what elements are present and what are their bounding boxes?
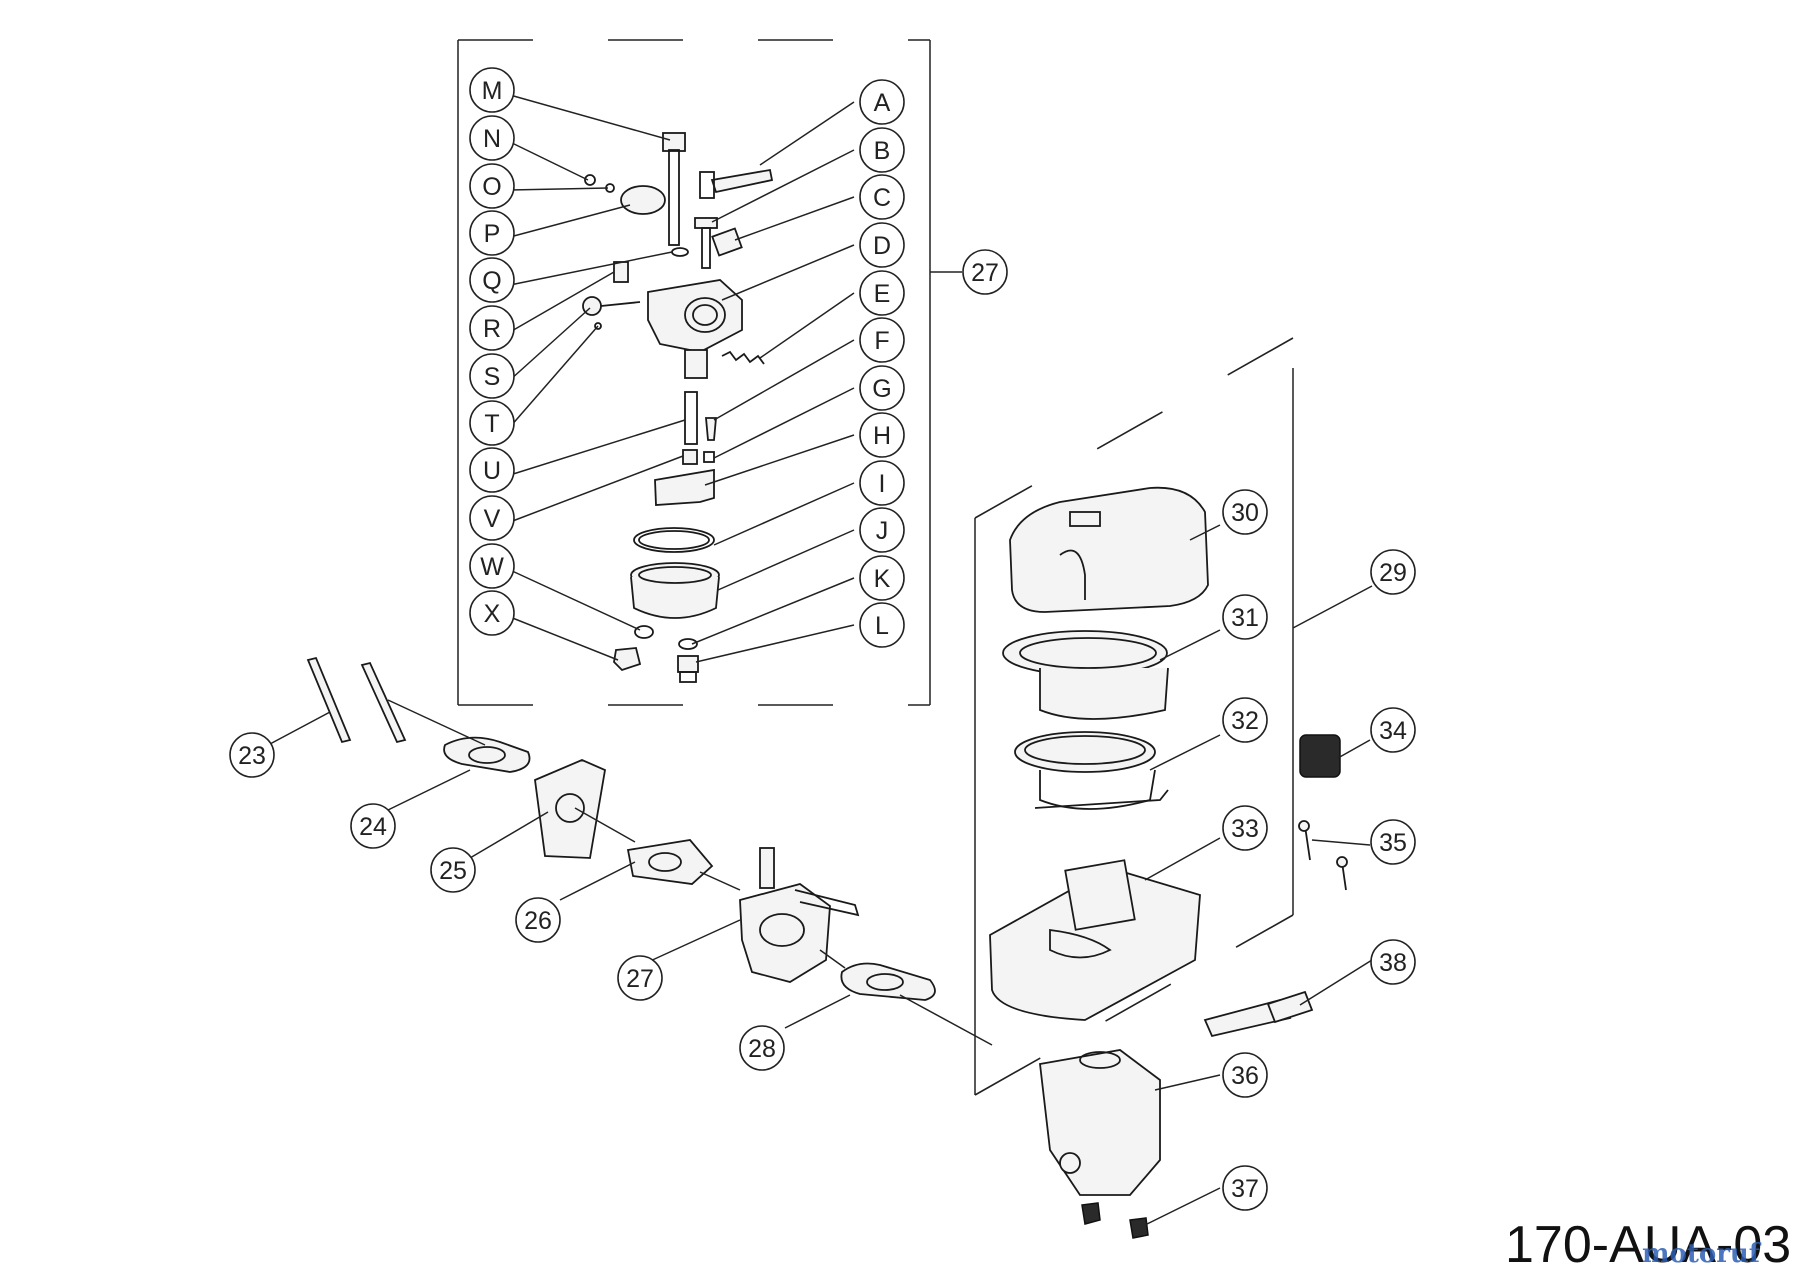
svg-text:C: C bbox=[873, 184, 891, 212]
svg-text:M: M bbox=[482, 77, 503, 105]
callout-28: 28 bbox=[739, 1025, 785, 1071]
callout-32: 32 bbox=[1222, 697, 1268, 743]
svg-text:B: B bbox=[874, 137, 891, 165]
svg-text:L: L bbox=[875, 612, 889, 640]
callout-n: N bbox=[469, 115, 515, 161]
number-leader-lines bbox=[269, 524, 1373, 1226]
callout-m: M bbox=[469, 67, 515, 113]
callout-i: I bbox=[859, 460, 905, 506]
air-filter-parts bbox=[989, 486, 1348, 1239]
callout-v: V bbox=[469, 495, 515, 541]
air-filter-group-bracket bbox=[974, 337, 1373, 1096]
callout-36: 36 bbox=[1222, 1052, 1268, 1098]
callout-34: 34 bbox=[1370, 707, 1416, 753]
svg-text:D: D bbox=[873, 232, 891, 260]
callout-g: G bbox=[859, 365, 905, 411]
svg-text:N: N bbox=[483, 125, 501, 153]
callout-23: 23 bbox=[229, 732, 275, 778]
letter-callouts-left: M N O P Q R S T U V W X bbox=[469, 67, 515, 636]
carburetor-group-bracket bbox=[457, 39, 962, 706]
callout-38: 38 bbox=[1370, 939, 1416, 985]
svg-text:34: 34 bbox=[1379, 717, 1407, 745]
letter-leader-lines bbox=[509, 94, 855, 663]
callout-j: J bbox=[859, 507, 905, 553]
svg-text:O: O bbox=[482, 173, 501, 201]
svg-text:36: 36 bbox=[1231, 1062, 1259, 1090]
svg-text:24: 24 bbox=[359, 813, 387, 841]
callout-l: L bbox=[859, 602, 905, 648]
svg-text:F: F bbox=[874, 327, 889, 355]
svg-text:A: A bbox=[874, 89, 891, 117]
svg-text:38: 38 bbox=[1379, 949, 1407, 977]
callout-d: D bbox=[859, 222, 905, 268]
svg-text:I: I bbox=[879, 470, 886, 498]
callout-27: 27 bbox=[617, 955, 663, 1001]
svg-text:35: 35 bbox=[1379, 829, 1407, 857]
svg-text:28: 28 bbox=[748, 1035, 776, 1063]
callout-30: 30 bbox=[1222, 489, 1268, 535]
callout-e: E bbox=[859, 270, 905, 316]
svg-text:Q: Q bbox=[482, 267, 501, 295]
svg-text:T: T bbox=[484, 410, 499, 438]
callout-31: 31 bbox=[1222, 594, 1268, 640]
svg-text:U: U bbox=[483, 457, 501, 485]
svg-text:S: S bbox=[484, 363, 501, 391]
svg-text:30: 30 bbox=[1231, 499, 1259, 527]
callout-29: 29 bbox=[1370, 549, 1416, 595]
callout-k: K bbox=[859, 555, 905, 601]
callout-c: C bbox=[859, 174, 905, 220]
svg-text:23: 23 bbox=[238, 742, 266, 770]
callout-37: 37 bbox=[1222, 1165, 1268, 1211]
svg-text:R: R bbox=[483, 315, 501, 343]
svg-text:X: X bbox=[484, 600, 501, 628]
svg-text:J: J bbox=[876, 517, 889, 545]
svg-text:37: 37 bbox=[1231, 1175, 1259, 1203]
svg-text:27: 27 bbox=[626, 965, 654, 993]
callout-u: U bbox=[469, 447, 515, 493]
callout-33: 33 bbox=[1222, 805, 1268, 851]
intake-assembly-parts bbox=[306, 656, 936, 1001]
svg-text:K: K bbox=[874, 565, 891, 593]
svg-text:E: E bbox=[874, 280, 891, 308]
callout-w: W bbox=[469, 543, 515, 589]
callout-27-group: 27 bbox=[962, 249, 1008, 295]
svg-text:W: W bbox=[480, 553, 504, 581]
callout-p: P bbox=[469, 210, 515, 256]
svg-text:V: V bbox=[484, 505, 501, 533]
callout-s: S bbox=[469, 353, 515, 399]
watermark-logo: motoruf bbox=[1642, 1239, 1762, 1269]
letter-callouts-right: A B C D E F G H I J K L bbox=[859, 79, 905, 648]
callout-h: H bbox=[859, 412, 905, 458]
callout-f: F bbox=[859, 317, 905, 363]
callout-q: Q bbox=[469, 257, 515, 303]
callout-o: O bbox=[469, 163, 515, 209]
callout-35: 35 bbox=[1370, 819, 1416, 865]
svg-text:G: G bbox=[872, 375, 891, 403]
svg-text:26: 26 bbox=[524, 907, 552, 935]
carburetor-exploded-parts bbox=[582, 132, 774, 683]
callout-a: A bbox=[859, 79, 905, 125]
svg-text:31: 31 bbox=[1231, 604, 1259, 632]
callout-26: 26 bbox=[515, 897, 561, 943]
callout-24: 24 bbox=[350, 803, 396, 849]
diagram-code: 170-AUA-03 bbox=[1505, 1216, 1791, 1272]
svg-text:H: H bbox=[873, 422, 891, 450]
svg-text:29: 29 bbox=[1379, 559, 1407, 587]
callout-r: R bbox=[469, 305, 515, 351]
callout-b: B bbox=[859, 127, 905, 173]
svg-text:33: 33 bbox=[1231, 815, 1259, 843]
svg-text:P: P bbox=[484, 220, 501, 248]
callout-t: T bbox=[469, 400, 515, 446]
svg-text:25: 25 bbox=[439, 857, 467, 885]
number-callouts: 23 24 25 26 27 27 28 29 30 31 32 33 34 3… bbox=[229, 249, 1416, 1211]
callout-x: X bbox=[469, 590, 515, 636]
svg-text:27: 27 bbox=[971, 259, 999, 287]
callout-25: 25 bbox=[430, 847, 476, 893]
svg-text:32: 32 bbox=[1231, 707, 1259, 735]
